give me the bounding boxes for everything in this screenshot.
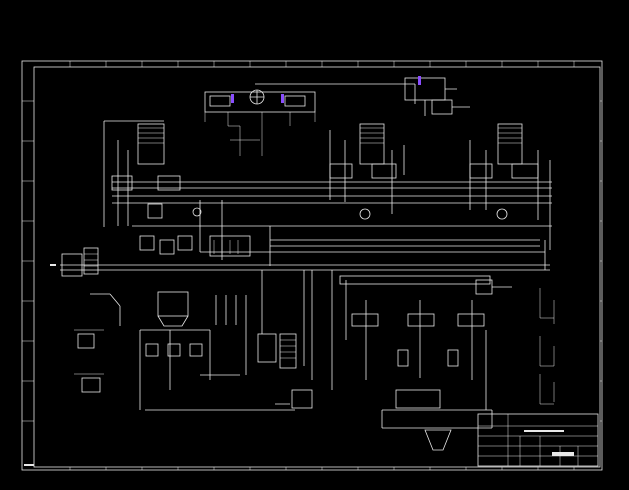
top-header-unit[interactable]	[204, 83, 416, 156]
lower-right-process-block[interactable]	[331, 270, 555, 451]
sheet-frame	[21, 60, 603, 471]
corner-label-marks	[24, 264, 56, 466]
column-unit-right[interactable]	[469, 123, 551, 250]
top-right-header[interactable]	[404, 76, 470, 116]
column-unit-left[interactable]	[103, 120, 202, 227]
title-block	[477, 413, 599, 467]
left-aux-equipment[interactable]	[61, 235, 251, 277]
lower-left-process-block[interactable]	[74, 291, 295, 411]
column-unit-middle[interactable]	[329, 123, 405, 220]
main-piping-headers	[60, 181, 552, 271]
zone-markers	[22, 61, 602, 470]
middle-vessels[interactable]	[257, 270, 313, 409]
